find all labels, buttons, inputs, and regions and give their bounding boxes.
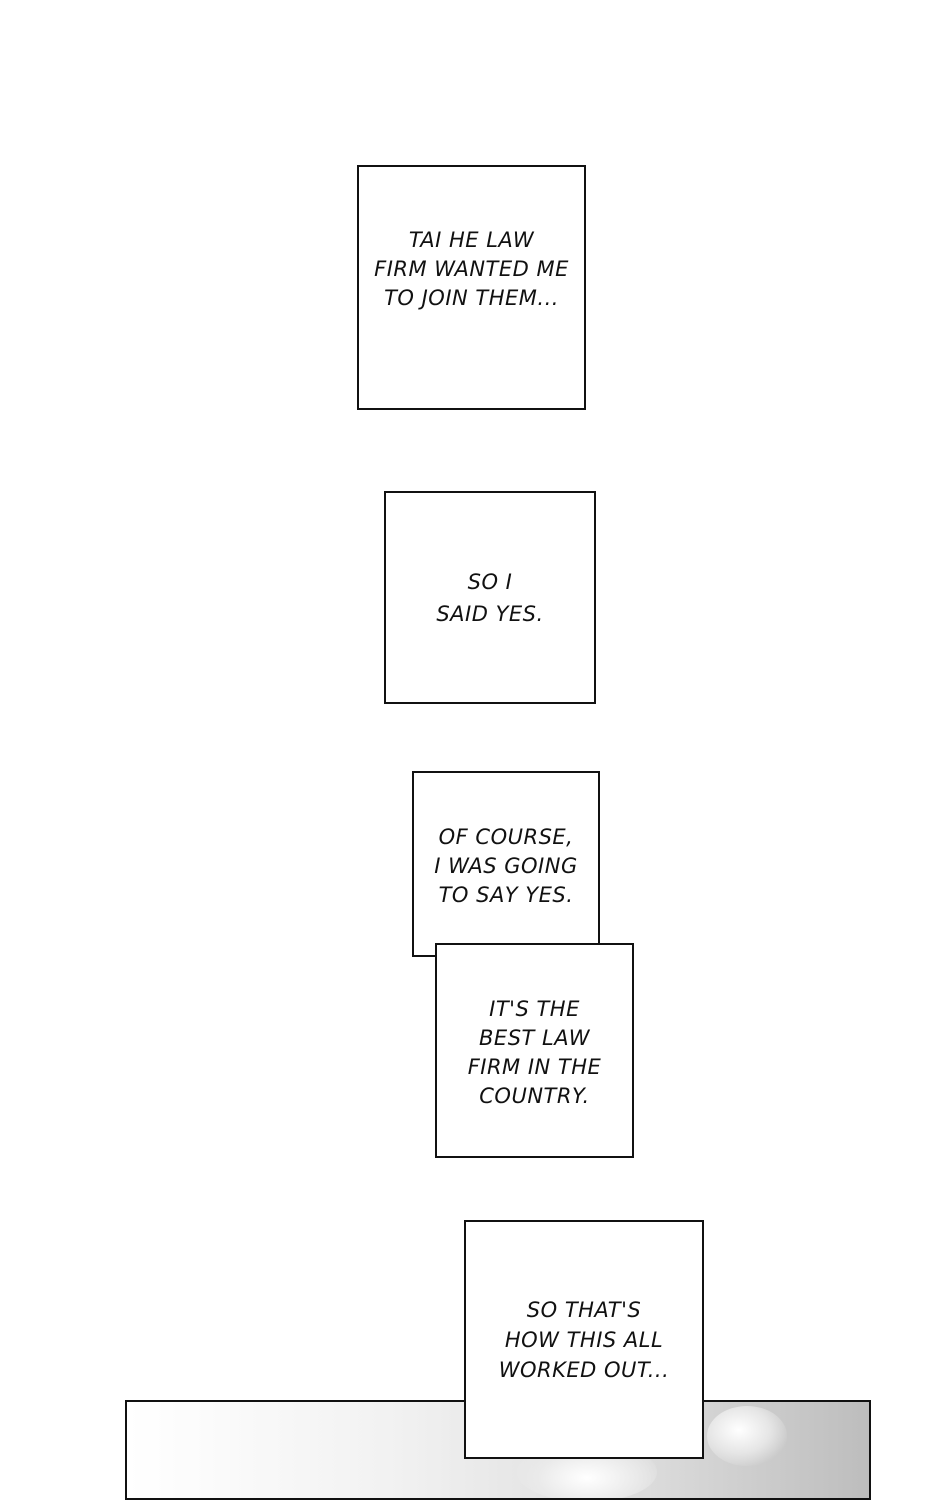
- caption-text-5: SO THAT'S HOW THIS ALL WORKED OUT...: [498, 1297, 670, 1382]
- caption-text-4: IT'S THE BEST LAW FIRM IN THE COUNTRY.: [467, 997, 602, 1108]
- caption-box-3: OF COURSE, I WAS GOING TO SAY YES.: [412, 771, 600, 957]
- caption-text-2: SO I SAID YES.: [436, 569, 544, 626]
- smoke-swirl-decoration: [707, 1406, 787, 1466]
- caption-box-2: SO I SAID YES.: [384, 491, 596, 704]
- caption-box-4: IT'S THE BEST LAW FIRM IN THE COUNTRY.: [435, 943, 634, 1158]
- caption-text-3: OF COURSE, I WAS GOING TO SAY YES.: [434, 825, 578, 907]
- caption-box-5: SO THAT'S HOW THIS ALL WORKED OUT...: [464, 1220, 704, 1459]
- caption-text-1: TAI HE LAW FIRM WANTED ME TO JOIN THEM..…: [374, 228, 569, 310]
- caption-box-1: TAI HE LAW FIRM WANTED ME TO JOIN THEM..…: [357, 165, 586, 410]
